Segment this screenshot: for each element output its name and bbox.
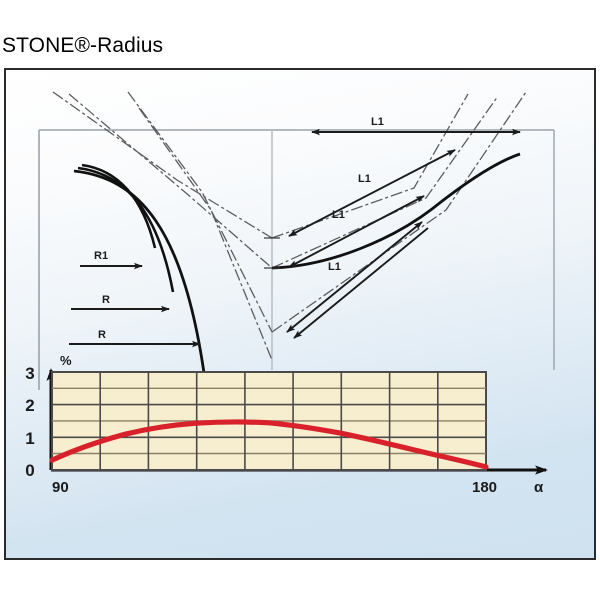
tangent-construction-lines-right bbox=[271, 91, 527, 333]
springback-chart: 3 2 1 0 % 90 180 α bbox=[25, 353, 548, 496]
length-dimension-diagonals bbox=[286, 149, 456, 339]
length-arrow-mid bbox=[288, 195, 425, 268]
upper-schematic: R1 R R L1 L1 L1 L1 bbox=[38, 91, 555, 390]
arc-r3 bbox=[73, 169, 207, 381]
figure-frame: R1 R R L1 L1 L1 L1 bbox=[4, 68, 596, 560]
chart-ytick-3: 3 bbox=[25, 364, 34, 383]
length-label-top: L1 bbox=[371, 116, 384, 128]
length-arrow-lower-b bbox=[293, 227, 429, 339]
length-arrow-lower-a bbox=[286, 221, 423, 333]
chart-gridlines-horizontal-major bbox=[52, 403, 486, 439]
radius-label-r2: R bbox=[102, 294, 110, 306]
chart-y-axis-label: % bbox=[60, 353, 72, 368]
radius-dimension-arrows bbox=[69, 262, 201, 348]
chart-ytick-2: 2 bbox=[25, 396, 34, 415]
chart-ytick-0: 0 bbox=[25, 461, 34, 480]
radius-label-r1: R1 bbox=[94, 250, 108, 262]
bend-arcs bbox=[73, 163, 207, 381]
vertex-marks bbox=[264, 237, 280, 269]
chart-xtick-90: 90 bbox=[52, 479, 69, 496]
arc-r2 bbox=[77, 166, 175, 293]
tangent-construction-lines bbox=[52, 91, 273, 361]
chart-x-axis-label: α bbox=[534, 479, 544, 496]
length-label-lower: L1 bbox=[328, 261, 341, 273]
length-label-mid: L1 bbox=[332, 209, 345, 221]
chart-xtick-180: 180 bbox=[472, 479, 497, 496]
reference-rectangle bbox=[38, 129, 555, 390]
length-label-upper: L1 bbox=[358, 173, 371, 185]
technical-diagram: R1 R R L1 L1 L1 L1 bbox=[25, 91, 555, 496]
page-title: STONE®-Radius bbox=[2, 34, 164, 57]
radius-label-r3: R bbox=[98, 329, 106, 341]
chart-series-springback bbox=[49, 419, 489, 470]
chart-ytick-1: 1 bbox=[25, 429, 34, 448]
